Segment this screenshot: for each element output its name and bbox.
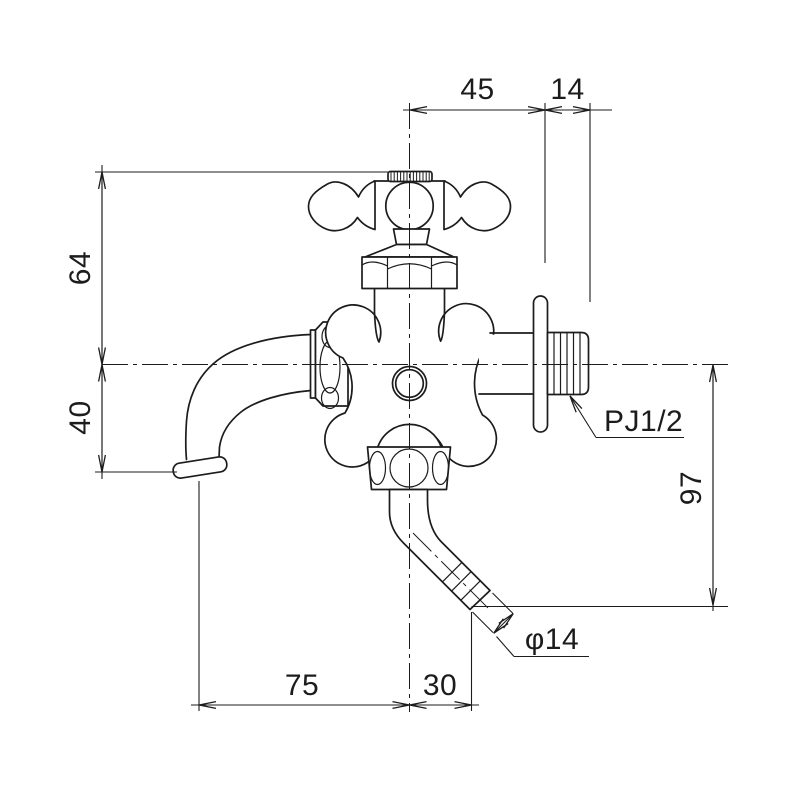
hex-chamfer-right — [431, 450, 450, 486]
knurl-lines — [390, 171, 430, 182]
dim-left-64: 64 — [64, 251, 97, 285]
dimension-labels: 45 14 64 40 97 75 30 PJ1/2 φ14 — [64, 73, 708, 702]
dim-bottom-75: 75 — [285, 669, 319, 702]
thread-block — [546, 331, 590, 396]
hex-chamfer-left — [368, 450, 387, 486]
spout — [172, 333, 312, 479]
thread-leader-arrow — [569, 395, 597, 438]
dim-bottom-30: 30 — [423, 669, 457, 702]
dim-left-40: 40 — [64, 400, 97, 434]
hose-dia-callout — [472, 592, 589, 658]
hose-axis-centerline — [412, 532, 489, 609]
spout-inner-curve — [218, 389, 312, 459]
label-thread-pj12: PJ1/2 — [604, 405, 683, 438]
hose-pipe — [388, 488, 491, 611]
valve-stem — [392, 228, 431, 246]
centerlines — [102, 103, 731, 712]
dim-top-45: 45 — [460, 73, 494, 106]
thread-lines — [553, 332, 581, 395]
dimension-lines — [95, 103, 728, 711]
label-hose-dia: φ14 — [525, 623, 579, 656]
spout-tip-bead — [172, 456, 228, 479]
neck-cover — [479, 334, 535, 393]
dim-line-hose-dia — [493, 613, 514, 634]
nut-chamfer-bottom — [320, 386, 340, 410]
handle-arm-left — [307, 180, 376, 232]
thread-callout — [569, 395, 684, 439]
spout-outer-curve — [184, 333, 312, 461]
wall-connection — [532, 295, 590, 433]
faucet-object — [172, 170, 590, 611]
wall-pipe-neck — [478, 332, 535, 395]
dim-right-97: 97 — [675, 471, 708, 505]
handle-arm-right — [443, 180, 512, 232]
dim-top-14: 14 — [550, 73, 584, 106]
